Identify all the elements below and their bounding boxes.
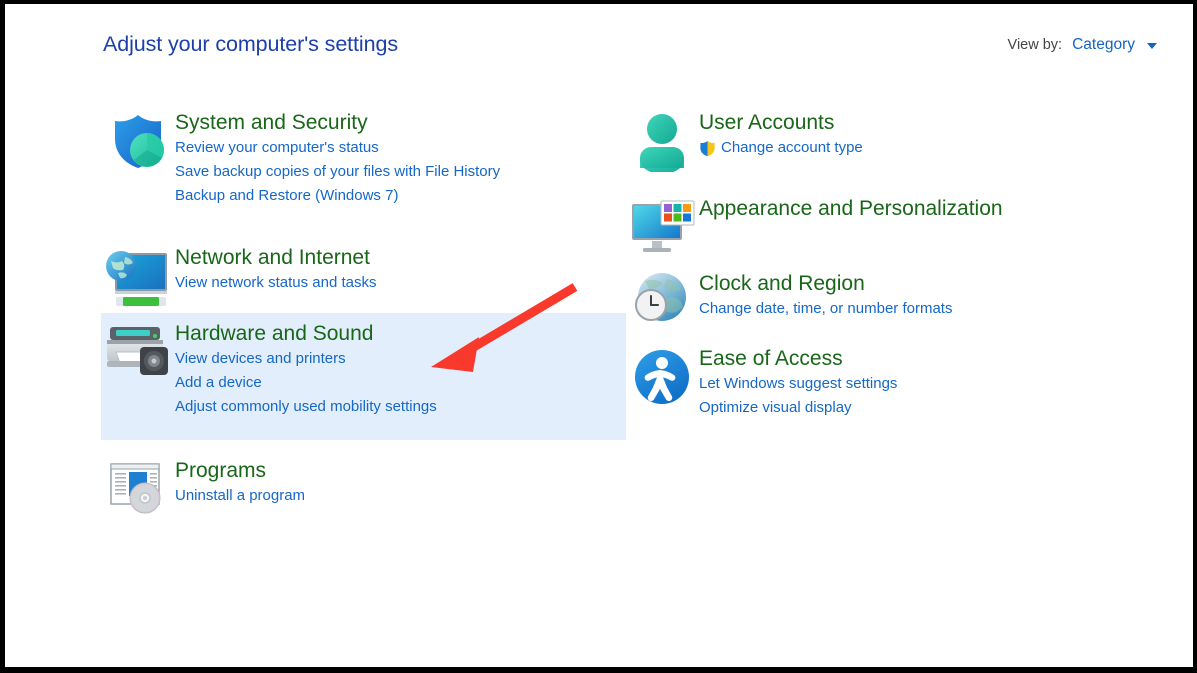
link-change-account-type[interactable]: Change account type: [699, 136, 863, 160]
link-adjust-mobility-settings[interactable]: Adjust commonly used mobility settings: [175, 398, 437, 415]
link-label: Change account type: [721, 139, 863, 156]
category-clock-and-region[interactable]: Clock and Region Change date, time, or n…: [625, 269, 952, 329]
link-change-date-time-formats[interactable]: Change date, time, or number formats: [699, 300, 953, 317]
category-title[interactable]: Hardware and Sound: [175, 322, 374, 345]
chevron-down-icon[interactable]: [1147, 43, 1157, 49]
view-by-label: View by:: [1007, 37, 1063, 53]
category-body: User Accounts Change account type: [699, 108, 863, 160]
category-title[interactable]: Network and Internet: [175, 246, 370, 269]
link-uninstall-a-program[interactable]: Uninstall a program: [175, 487, 306, 504]
category-title[interactable]: Clock and Region: [699, 272, 865, 295]
link-let-windows-suggest-settings[interactable]: Let Windows suggest settings: [699, 375, 898, 392]
page-title: Adjust your computer's settings: [103, 32, 398, 56]
category-appearance-and-personalization[interactable]: Appearance and Personalization: [625, 194, 1003, 258]
link-add-a-device[interactable]: Add a device: [175, 374, 262, 391]
user-person-icon: [625, 108, 699, 172]
category-body: Hardware and Sound View devices and prin…: [175, 319, 437, 419]
category-ease-of-access[interactable]: Ease of Access Let Windows suggest setti…: [625, 344, 897, 420]
link-review-computer-status[interactable]: Review your computer's status: [175, 139, 379, 156]
category-body: System and Security Review your computer…: [175, 108, 500, 208]
category-title[interactable]: Programs: [175, 459, 267, 482]
accessibility-person-icon: [625, 344, 699, 408]
category-user-accounts[interactable]: User Accounts Change account type: [625, 108, 863, 172]
view-by-control[interactable]: View by: Category: [1008, 36, 1157, 54]
globe-clock-icon: [625, 269, 699, 329]
view-by-value[interactable]: Category: [1072, 36, 1135, 53]
link-view-network-status[interactable]: View network status and tasks: [175, 274, 377, 291]
monitor-palette-icon: [625, 194, 699, 258]
category-programs[interactable]: Programs Uninstall a program: [101, 456, 305, 516]
link-view-devices-and-printers[interactable]: View devices and printers: [175, 350, 346, 367]
control-panel-window: Adjust your computer's settings View by:…: [5, 4, 1193, 667]
category-body: Appearance and Personalization: [699, 194, 1003, 222]
network-globe-monitor-icon: [101, 243, 175, 307]
category-system-and-security[interactable]: System and Security Review your computer…: [101, 108, 500, 208]
printer-speaker-icon: [101, 319, 175, 383]
control-panel-header: Adjust your computer's settings View by:…: [5, 4, 1193, 82]
link-save-backup-file-history[interactable]: Save backup copies of your files with Fi…: [175, 163, 501, 180]
category-title[interactable]: User Accounts: [699, 111, 835, 134]
category-title[interactable]: Appearance and Personalization: [699, 197, 1003, 220]
shield-security-icon: [101, 108, 175, 172]
link-optimize-visual-display[interactable]: Optimize visual display: [699, 399, 852, 416]
programs-window-disc-icon: [101, 456, 175, 516]
link-backup-and-restore[interactable]: Backup and Restore (Windows 7): [175, 187, 399, 204]
category-body: Programs Uninstall a program: [175, 456, 305, 508]
category-title[interactable]: System and Security: [175, 111, 368, 134]
category-title[interactable]: Ease of Access: [699, 347, 843, 370]
category-hardware-and-sound[interactable]: Hardware and Sound View devices and prin…: [101, 319, 437, 419]
category-body: Network and Internet View network status…: [175, 243, 377, 295]
category-network-and-internet[interactable]: Network and Internet View network status…: [101, 243, 377, 307]
uac-shield-icon: [699, 140, 716, 157]
category-body: Ease of Access Let Windows suggest setti…: [699, 344, 897, 420]
category-body: Clock and Region Change date, time, or n…: [699, 269, 952, 321]
